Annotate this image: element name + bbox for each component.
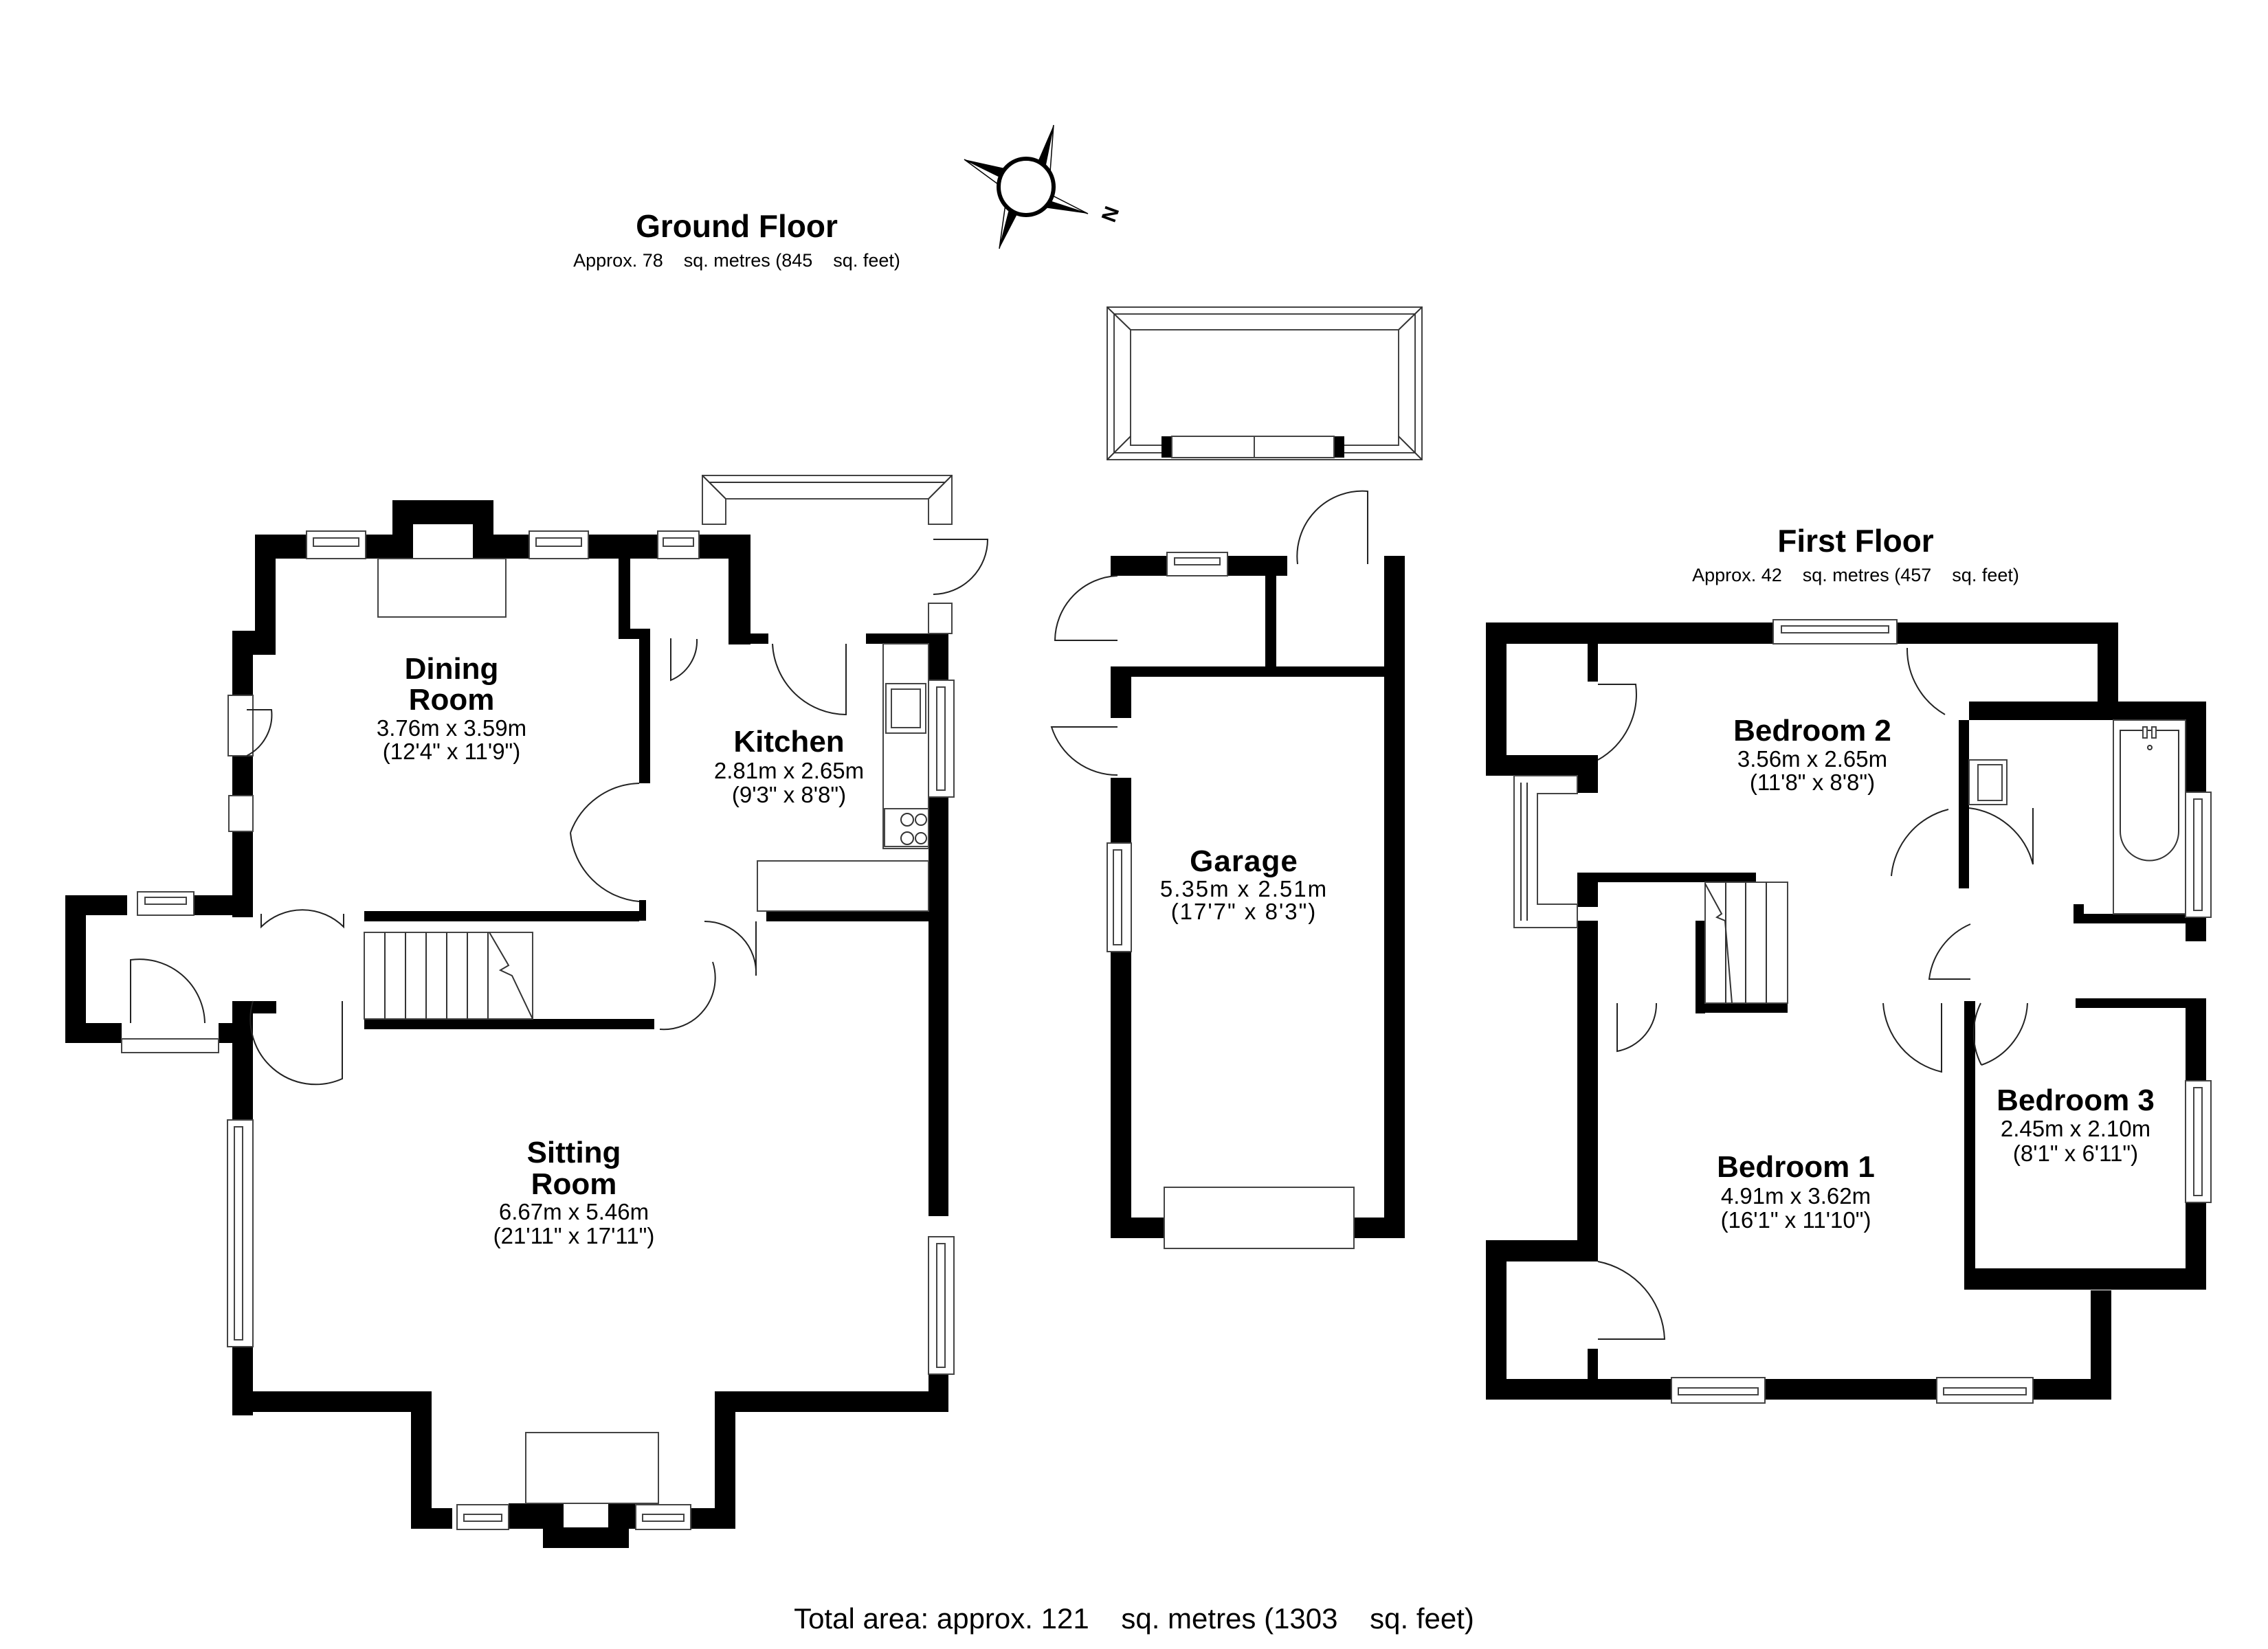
first-floor-windows bbox=[1513, 619, 2212, 1404]
kitchen-hob-icon bbox=[884, 808, 929, 847]
bedroom1-imperial: (16'1" x 11'10") bbox=[1721, 1207, 1871, 1233]
ground-floor-doors bbox=[130, 539, 989, 1086]
sitting-fireplace-hearth bbox=[525, 1432, 659, 1504]
north-label: N bbox=[1098, 203, 1124, 225]
kitchen-metric: 2.81m x 2.65m bbox=[714, 758, 864, 783]
sitting-room-name-1: Sitting bbox=[527, 1136, 621, 1169]
bath-icon bbox=[2113, 719, 2186, 915]
first-floor-area: Approx. 42 sq. metres (457 sq. feet) bbox=[1692, 565, 2019, 585]
bay-window bbox=[1513, 775, 1578, 928]
first-floor-walls bbox=[1486, 622, 2206, 1400]
first-floor-doors bbox=[1597, 648, 2034, 1340]
garage-metric: 5.35m x 2.51m bbox=[1160, 876, 1328, 901]
bedroom2-metric: 3.56m x 2.65m bbox=[1737, 746, 1887, 772]
dining-fireplace-hearth bbox=[377, 558, 507, 618]
garage-door bbox=[1164, 1187, 1355, 1249]
garage-walls bbox=[1111, 556, 1405, 1238]
kitchen-imperial: (9'3" x 8'8") bbox=[732, 782, 846, 807]
garage-name: Garage bbox=[1190, 844, 1298, 878]
dining-room-imperial: (12'4" x 11'9") bbox=[383, 739, 521, 764]
first-floor-staircase bbox=[1704, 882, 1788, 1004]
garden-structure bbox=[1107, 306, 1423, 460]
bedroom2-imperial: (11'8" x 8'8") bbox=[1750, 770, 1875, 795]
total-area: Total area: approx. 121 sq. metres (1303… bbox=[794, 1602, 1474, 1635]
first-floor-title: First Floor bbox=[1777, 523, 1934, 559]
ground-floor-area: Approx. 78 sq. metres (845 sq. feet) bbox=[573, 250, 900, 271]
dining-room-name-1: Dining bbox=[405, 652, 499, 686]
conservatory-outline bbox=[702, 475, 953, 634]
ground-floor-fixtures bbox=[364, 558, 929, 1504]
compass-rose-icon: N bbox=[964, 124, 1124, 249]
kitchen-counter bbox=[757, 860, 929, 912]
sitting-room-metric: 6.67m x 5.46m bbox=[499, 1199, 649, 1224]
bedroom1-name: Bedroom 1 bbox=[1717, 1150, 1875, 1184]
sitting-room-imperial: (21'11" x 17'11") bbox=[493, 1223, 655, 1248]
first-floor-fixtures bbox=[1704, 719, 2186, 1004]
garage-imperial: (17'7" x 8'3") bbox=[1171, 899, 1318, 924]
dining-room-name-2: Room bbox=[409, 683, 495, 717]
ground-floor-walls bbox=[65, 500, 948, 1548]
garage-openings bbox=[1050, 490, 1368, 1249]
ground-floor-windows bbox=[121, 530, 955, 1530]
dining-room-metric: 3.76m x 3.59m bbox=[377, 715, 526, 741]
ground-floor-title: Ground Floor bbox=[636, 208, 838, 244]
bedroom3-name: Bedroom 3 bbox=[1997, 1084, 2155, 1117]
bedroom1-metric: 4.91m x 3.62m bbox=[1721, 1183, 1871, 1209]
staircase bbox=[364, 932, 533, 1020]
sitting-room-name-2: Room bbox=[531, 1167, 617, 1201]
bedroom3-imperial: (8'1" x 6'11") bbox=[2013, 1141, 2138, 1166]
kitchen-name: Kitchen bbox=[733, 725, 844, 759]
bedroom2-name: Bedroom 2 bbox=[1733, 714, 1891, 748]
bedroom3-metric: 2.45m x 2.10m bbox=[2001, 1116, 2150, 1141]
